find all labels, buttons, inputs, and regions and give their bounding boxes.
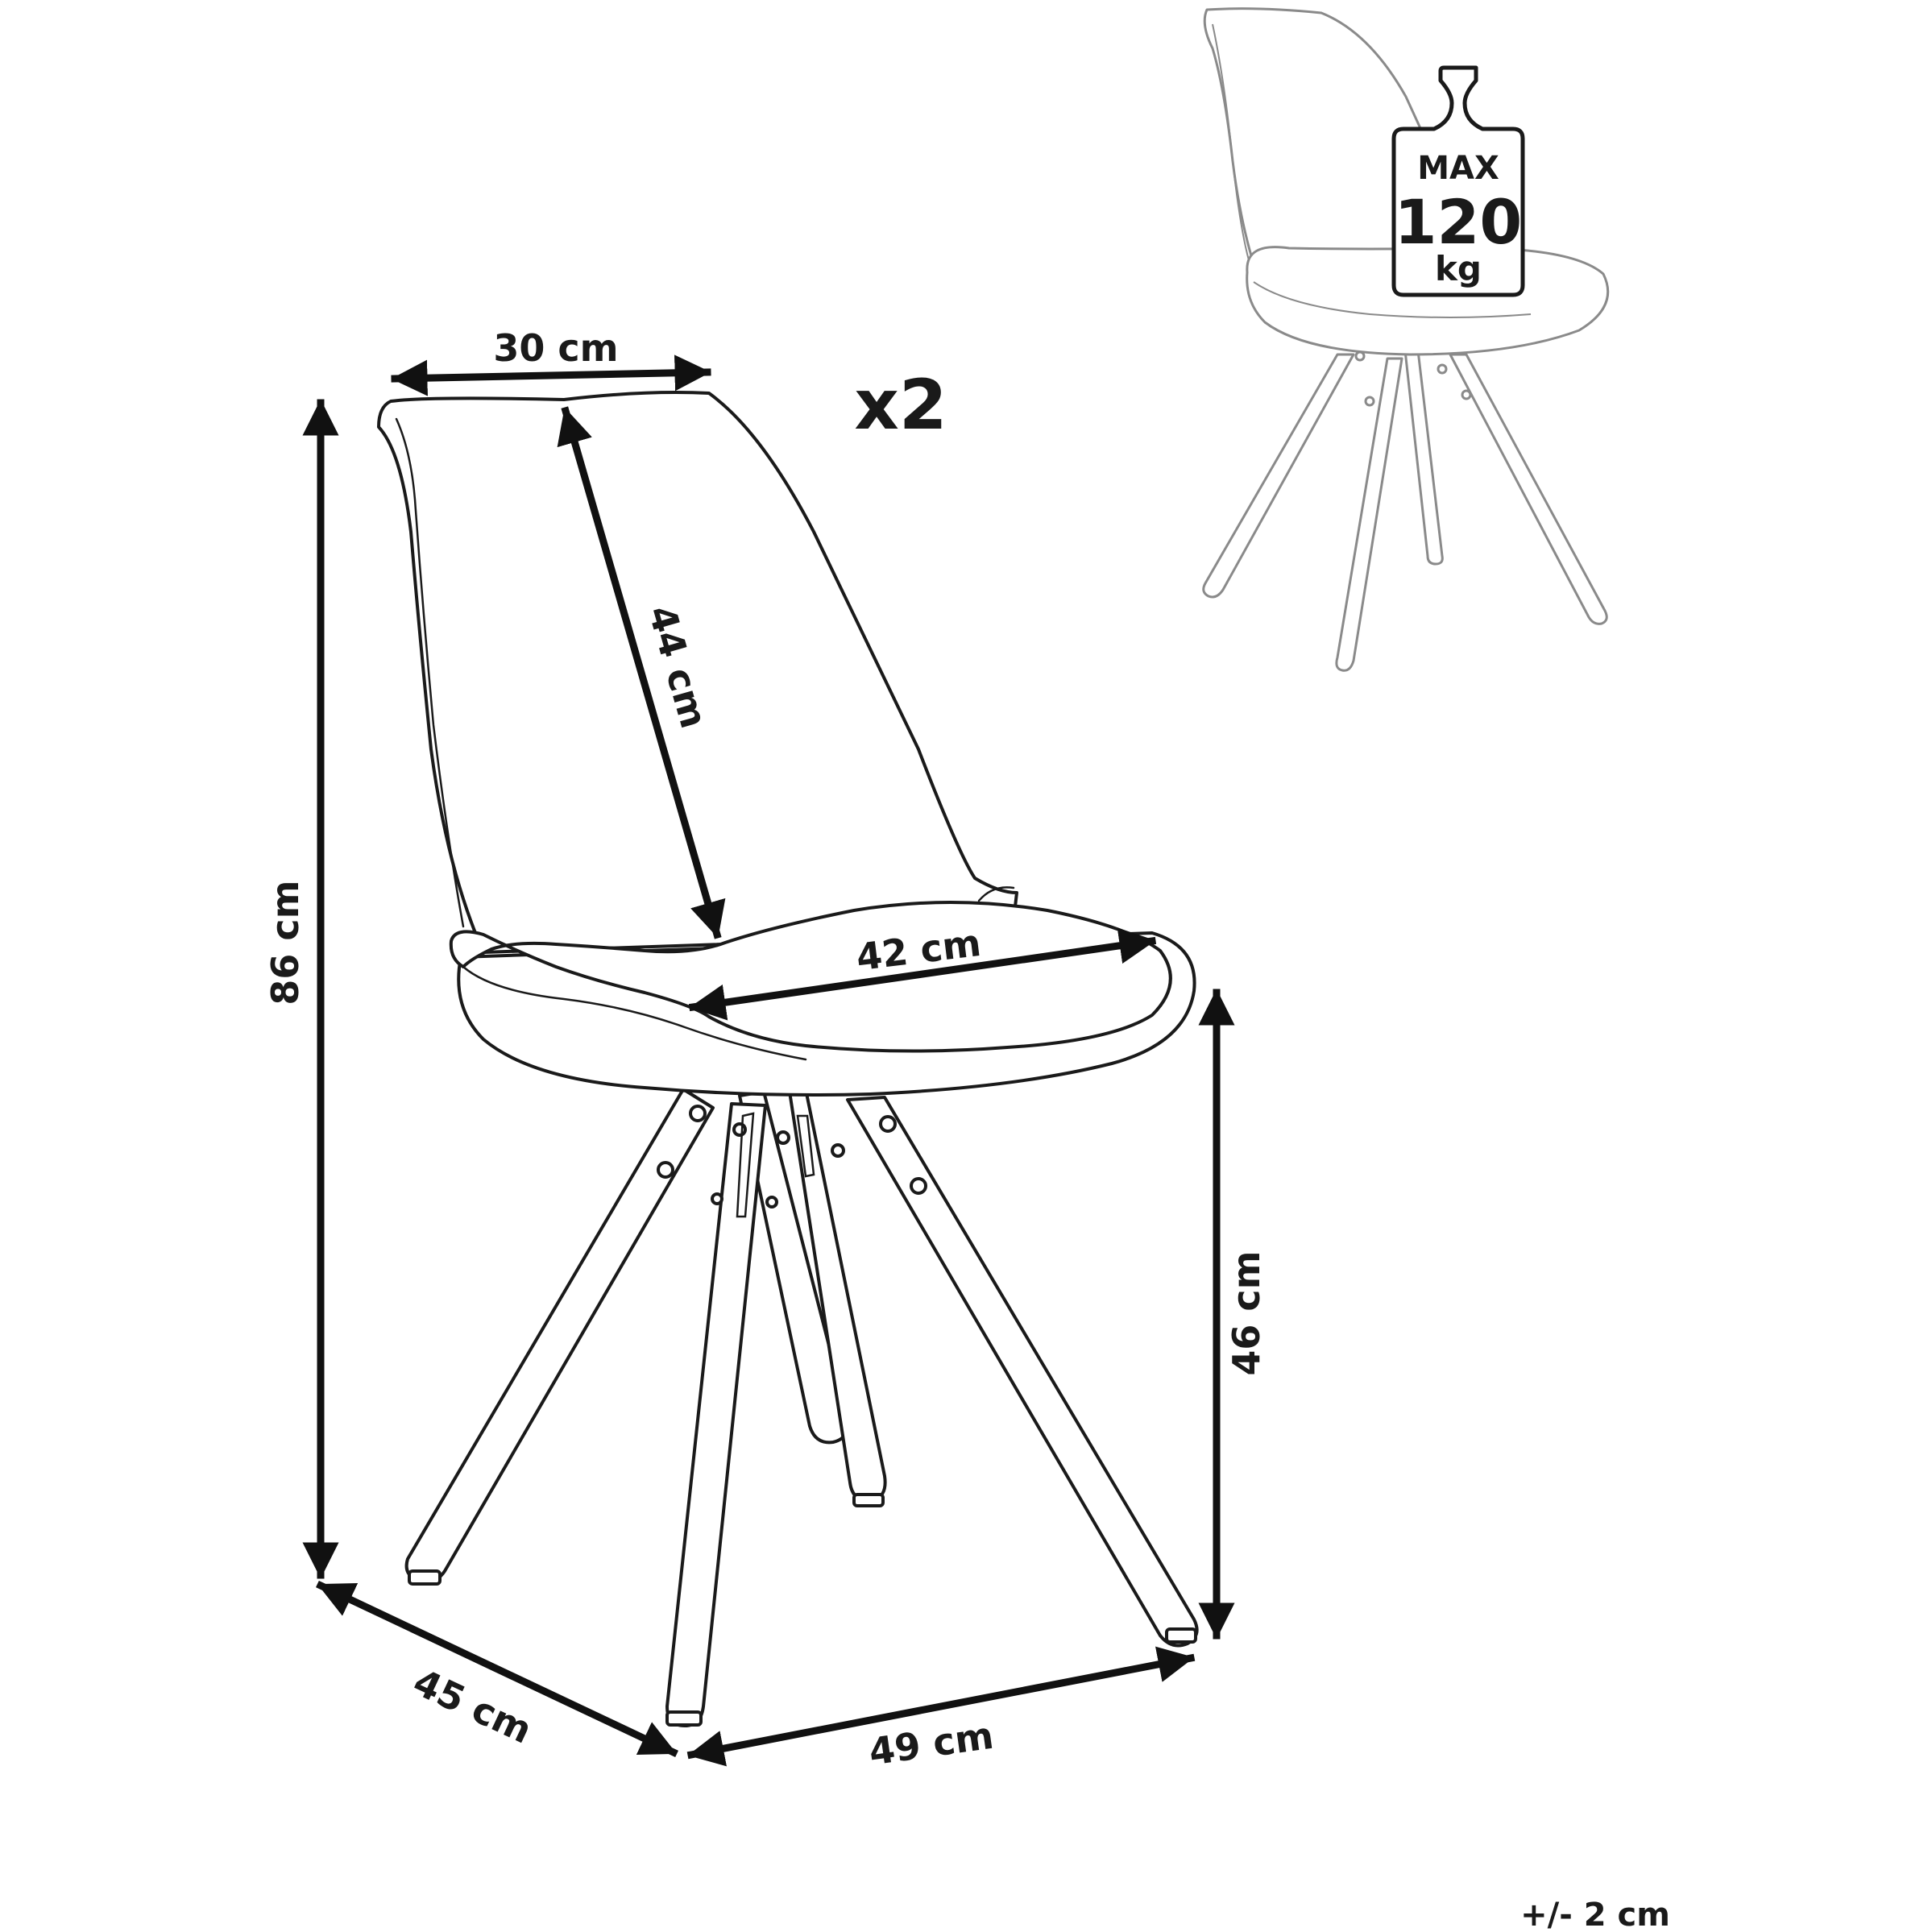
dim-line-depth — [316, 1581, 678, 1757]
foot-cap — [852, 1493, 885, 1507]
seat-front-edge — [462, 965, 807, 1061]
label-back-width: 30 cm — [493, 326, 618, 370]
small-chair-leg — [1202, 353, 1355, 599]
small-chair-leg — [1335, 357, 1403, 672]
screw — [732, 1122, 747, 1137]
small-screw — [1354, 350, 1366, 362]
dim-line-back-height — [557, 406, 726, 939]
screw — [831, 1143, 845, 1158]
dim-line-back-width — [391, 354, 711, 396]
chair-legs — [404, 1088, 1199, 1727]
screw — [657, 1161, 674, 1179]
small-chair-leg — [1403, 349, 1444, 566]
small-seat-edge — [1253, 281, 1532, 318]
screw — [711, 1192, 723, 1205]
dim-line-seat-width — [688, 927, 1157, 1021]
label-seat-height: 46 cm — [1225, 1250, 1268, 1375]
label-depth: 45 cm — [407, 1660, 539, 1752]
small-screw — [1437, 363, 1448, 375]
foot-cap — [1165, 1627, 1197, 1644]
bracket — [796, 1114, 815, 1178]
load-max-label: MAX — [1417, 150, 1499, 187]
screw — [776, 1130, 790, 1145]
backrest-edge — [395, 417, 465, 928]
small-backrest-edge — [1212, 23, 1251, 267]
screw — [765, 1196, 778, 1209]
small-chair-leg — [1449, 353, 1608, 625]
seat-rear-bump — [977, 886, 1015, 902]
load-capacity-illustration: MAX 120 kg — [1202, 7, 1610, 672]
quantity-label: x2 — [854, 365, 947, 446]
screw — [910, 1177, 927, 1195]
bracket — [736, 1112, 755, 1218]
label-width: 49 cm — [866, 1714, 996, 1774]
chair-shell — [377, 391, 1196, 1097]
dim-line-width — [686, 1646, 1196, 1767]
load-value-label: 120 — [1395, 186, 1523, 258]
main-chair-drawing — [377, 391, 1199, 1727]
tolerance-note: +/- 2 cm — [1520, 1897, 1670, 1932]
label-total-height: 86 cm — [263, 880, 307, 1005]
weight-icon — [1391, 65, 1525, 297]
foot-cap — [665, 1710, 703, 1727]
screw — [879, 1115, 897, 1133]
foot-cap — [408, 1569, 442, 1586]
small-screw — [1364, 396, 1375, 407]
small-screw — [1461, 389, 1472, 400]
leg-front-right — [846, 1096, 1199, 1648]
dimension-lines — [302, 354, 1235, 1767]
screw — [689, 1105, 707, 1122]
load-unit-label: kg — [1435, 249, 1482, 288]
